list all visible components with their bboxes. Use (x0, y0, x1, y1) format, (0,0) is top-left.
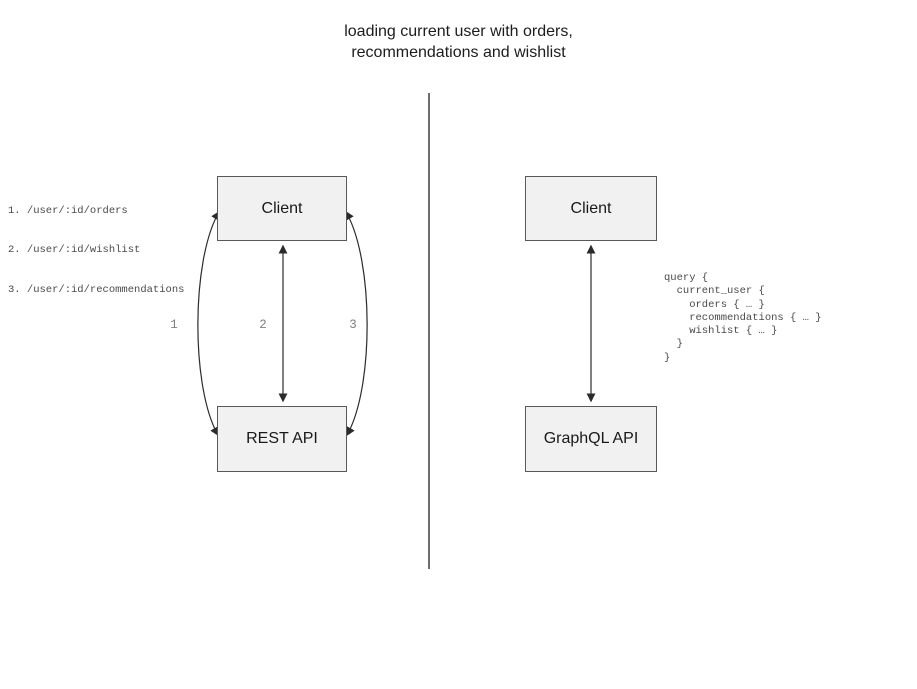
rest-arrow-1-curve (197, 210, 220, 437)
arrow-label-1: 1 (170, 318, 178, 332)
rest-endpoint-item: 1. /user/:id/orders (8, 204, 128, 217)
right-client-box: Client (525, 176, 657, 241)
graphql-query-code: query { current_user { orders { … } reco… (664, 272, 822, 364)
left-client-label: Client (261, 199, 303, 217)
rest-api-label: REST API (246, 430, 318, 447)
arrow-label-2: 2 (259, 318, 267, 332)
left-client-box: Client (217, 176, 347, 241)
diagram-title: loading current user with orders, recomm… (344, 23, 573, 61)
graphql-api-box: GraphQL API (525, 406, 657, 472)
rest-api-box: REST API (217, 406, 347, 472)
rest-endpoint-item: 3. /user/:id/recommendations (8, 284, 185, 297)
divider-line (428, 93, 430, 569)
rest-endpoint-item: 2. /user/:id/wishlist (8, 244, 141, 257)
arrow-label-3: 3 (349, 318, 357, 332)
rest-endpoints-list: 1. /user/:id/orders 2. /user/:id/wishlis… (8, 178, 184, 324)
graphql-api-label: GraphQL API (543, 430, 639, 447)
right-client-label: Client (570, 199, 612, 217)
